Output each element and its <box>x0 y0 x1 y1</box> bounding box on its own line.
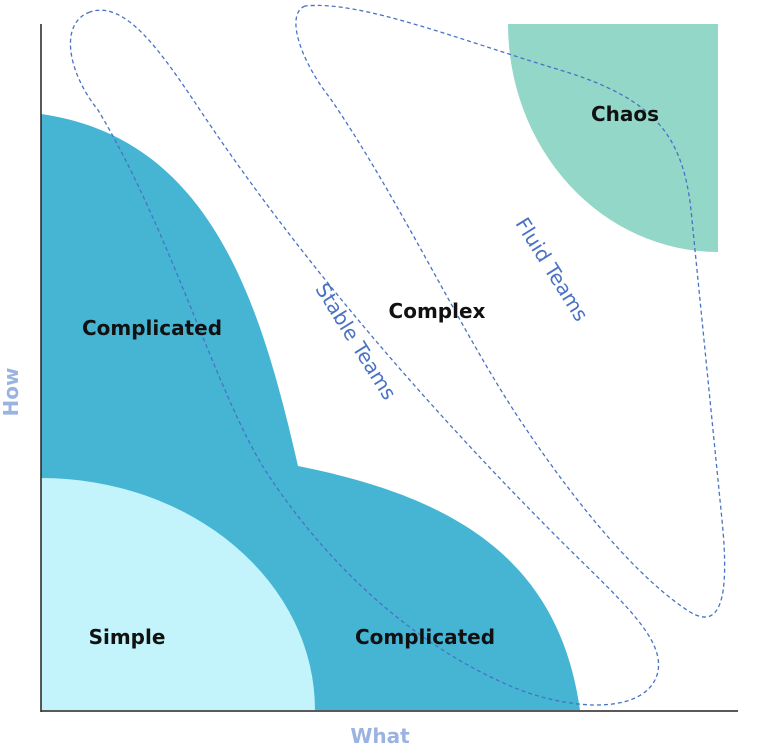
fluid-teams-boundary <box>295 4 726 618</box>
stable-teams-boundary <box>69 9 660 706</box>
complex-label: Complex <box>389 299 486 323</box>
simple-region <box>41 478 315 710</box>
y-axis-label: How <box>0 368 23 417</box>
stable-teams-label: Stable Teams <box>311 279 402 405</box>
chaos-region <box>508 24 718 252</box>
complicated-bottom-label: Complicated <box>355 625 495 649</box>
chaos-label: Chaos <box>591 102 659 126</box>
simple-label: Simple <box>89 625 166 649</box>
fluid-teams-label: Fluid Teams <box>511 213 594 325</box>
complicated-top-label: Complicated <box>82 316 222 340</box>
x-axis-label: What <box>350 724 410 748</box>
